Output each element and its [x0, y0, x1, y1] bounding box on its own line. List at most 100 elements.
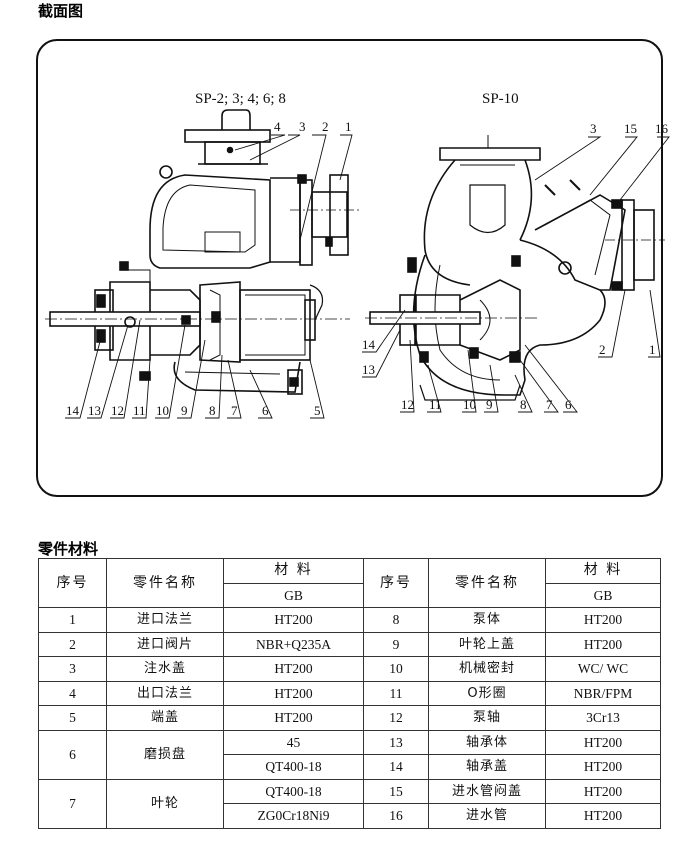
- right-callout-15: 15: [624, 121, 637, 136]
- right-callout-7: 7: [546, 397, 553, 412]
- row-material: HT200: [545, 729, 661, 755]
- row-material: QT400-18: [223, 754, 364, 780]
- row-material: NBR/FPM: [545, 680, 661, 706]
- table-header-row: 序号 零件名称 材 料 序号 零件名称 材 料: [38, 558, 661, 608]
- right-pump-illustration: [365, 135, 665, 401]
- row-no: 2: [38, 631, 107, 657]
- left-callout-4: 4: [274, 119, 281, 134]
- left-callout-1: 1: [345, 119, 352, 134]
- left-callout-8: 8: [209, 403, 216, 418]
- cross-section-drawing: SP-2; 3; 4; 6; 8 SP-10: [36, 39, 670, 497]
- row-material: NBR+Q235A: [223, 631, 364, 657]
- row-material: HT200: [545, 778, 661, 804]
- left-callout-7: 7: [231, 403, 238, 418]
- row-no: 3: [38, 656, 107, 682]
- row-part-name: 叶轮: [106, 778, 224, 829]
- left-callout-9: 9: [181, 403, 188, 418]
- right-callout-3: 3: [590, 121, 597, 136]
- header-standard-2: GB: [545, 582, 661, 608]
- row-no: 6: [38, 729, 107, 780]
- row-material: HT200: [545, 803, 661, 829]
- row-no: 14: [363, 754, 429, 780]
- left-leader-lines: [65, 134, 353, 419]
- row-part-name: 进口阀片: [106, 631, 224, 657]
- row-material: HT200: [545, 754, 661, 780]
- left-callout-13: 13: [88, 403, 101, 418]
- header-material-2: 材 料: [545, 558, 661, 584]
- row-no: 10: [363, 656, 429, 682]
- row-part-name: 叶轮上盖: [428, 631, 546, 657]
- row-part-name: O形圈: [428, 680, 546, 706]
- parts-materials-table: 序号 零件名称 材 料 序号 零件名称 材 料 GB GB 1 进口法兰 HT2…: [38, 558, 661, 829]
- table-row: 1 进口法兰 HT200 8 泵体 HT200: [38, 607, 661, 633]
- left-callout-12: 12: [111, 403, 124, 418]
- row-material: HT200: [223, 656, 364, 682]
- left-callout-14: 14: [66, 403, 80, 418]
- table-row: 2 进口阀片 NBR+Q235A 9 叶轮上盖 HT200: [38, 631, 661, 657]
- right-callout-14: 14: [362, 337, 376, 352]
- left-callout-3: 3: [299, 119, 306, 134]
- header-seq-2: 序号: [363, 558, 429, 608]
- row-material: HT200: [545, 607, 661, 633]
- parts-materials-heading: 零件材料: [38, 540, 99, 558]
- row-no: 13: [363, 729, 429, 755]
- row-no: 12: [363, 705, 429, 731]
- row-part-name: 端盖: [106, 705, 224, 731]
- right-callout-10: 10: [463, 397, 476, 412]
- left-pump-illustration: [45, 109, 360, 395]
- table-row: QT400-18 14 轴承盖 HT200: [39, 754, 661, 780]
- row-no: 8: [363, 607, 429, 633]
- row-material: HT200: [545, 631, 661, 657]
- table-row: 6 磨损盘 45 13 轴承体 HT200: [38, 729, 661, 780]
- table-subheader-row: GB GB: [39, 582, 661, 608]
- right-pump-caption: SP-10: [482, 91, 519, 107]
- drawing-border: [36, 39, 663, 497]
- header-part-name: 零件名称: [106, 558, 224, 608]
- row-no: 7: [38, 778, 107, 829]
- right-callout-1: 1: [649, 342, 656, 357]
- row-part-name: 轴承盖: [428, 754, 546, 780]
- row-part-name: 进口法兰: [106, 607, 224, 633]
- left-callout-5: 5: [314, 403, 321, 418]
- right-leader-lines: [362, 136, 670, 413]
- row-material: 45: [223, 729, 364, 755]
- row-part-name: 泵轴: [428, 705, 546, 731]
- left-pump-caption: SP-2; 3; 4; 6; 8: [195, 91, 286, 107]
- row-part-name: 磨损盘: [106, 729, 224, 780]
- row-material: 3Cr13: [545, 705, 661, 731]
- row-part-name: 机械密封: [428, 656, 546, 682]
- row-part-name: 注水盖: [106, 656, 224, 682]
- table-row: 4 出口法兰 HT200 11 O形圈 NBR/FPM: [38, 680, 661, 706]
- row-no: 9: [363, 631, 429, 657]
- right-callout-16: 16: [655, 121, 669, 136]
- row-no: 16: [363, 803, 429, 829]
- table-row: 3 注水盖 HT200 10 机械密封 WC/ WC: [38, 656, 661, 682]
- table-row: ZG0Cr18Ni9 16 进水管 HT200: [39, 803, 661, 829]
- left-callout-10: 10: [156, 403, 169, 418]
- right-callout-8: 8: [520, 397, 527, 412]
- row-no: 15: [363, 778, 429, 804]
- right-callout-6: 6: [565, 397, 572, 412]
- right-callout-2: 2: [599, 342, 606, 357]
- right-callout-9: 9: [486, 397, 493, 412]
- header-seq: 序号: [38, 558, 107, 608]
- table-row: 7 叶轮 QT400-18 15 进水管闷盖 HT200: [38, 778, 661, 829]
- row-material: ZG0Cr18Ni9: [223, 803, 364, 829]
- header-standard: GB: [223, 582, 364, 608]
- header-material: 材 料: [223, 558, 364, 584]
- row-part-name: 出口法兰: [106, 680, 224, 706]
- table-row: 5 端盖 HT200 12 泵轴 3Cr13: [38, 705, 661, 731]
- cross-section-heading: 截面图: [38, 2, 84, 20]
- row-part-name: 轴承体: [428, 729, 546, 755]
- row-material: QT400-18: [223, 778, 364, 804]
- row-material: HT200: [223, 680, 364, 706]
- row-part-name: 泵体: [428, 607, 546, 633]
- right-callout-12: 12: [401, 397, 414, 412]
- row-material: WC/ WC: [545, 656, 661, 682]
- header-part-name-2: 零件名称: [428, 558, 546, 608]
- row-part-name: 进水管闷盖: [428, 778, 546, 804]
- row-material: HT200: [223, 705, 364, 731]
- row-no: 4: [38, 680, 107, 706]
- row-no: 1: [38, 607, 107, 633]
- row-no: 11: [363, 680, 429, 706]
